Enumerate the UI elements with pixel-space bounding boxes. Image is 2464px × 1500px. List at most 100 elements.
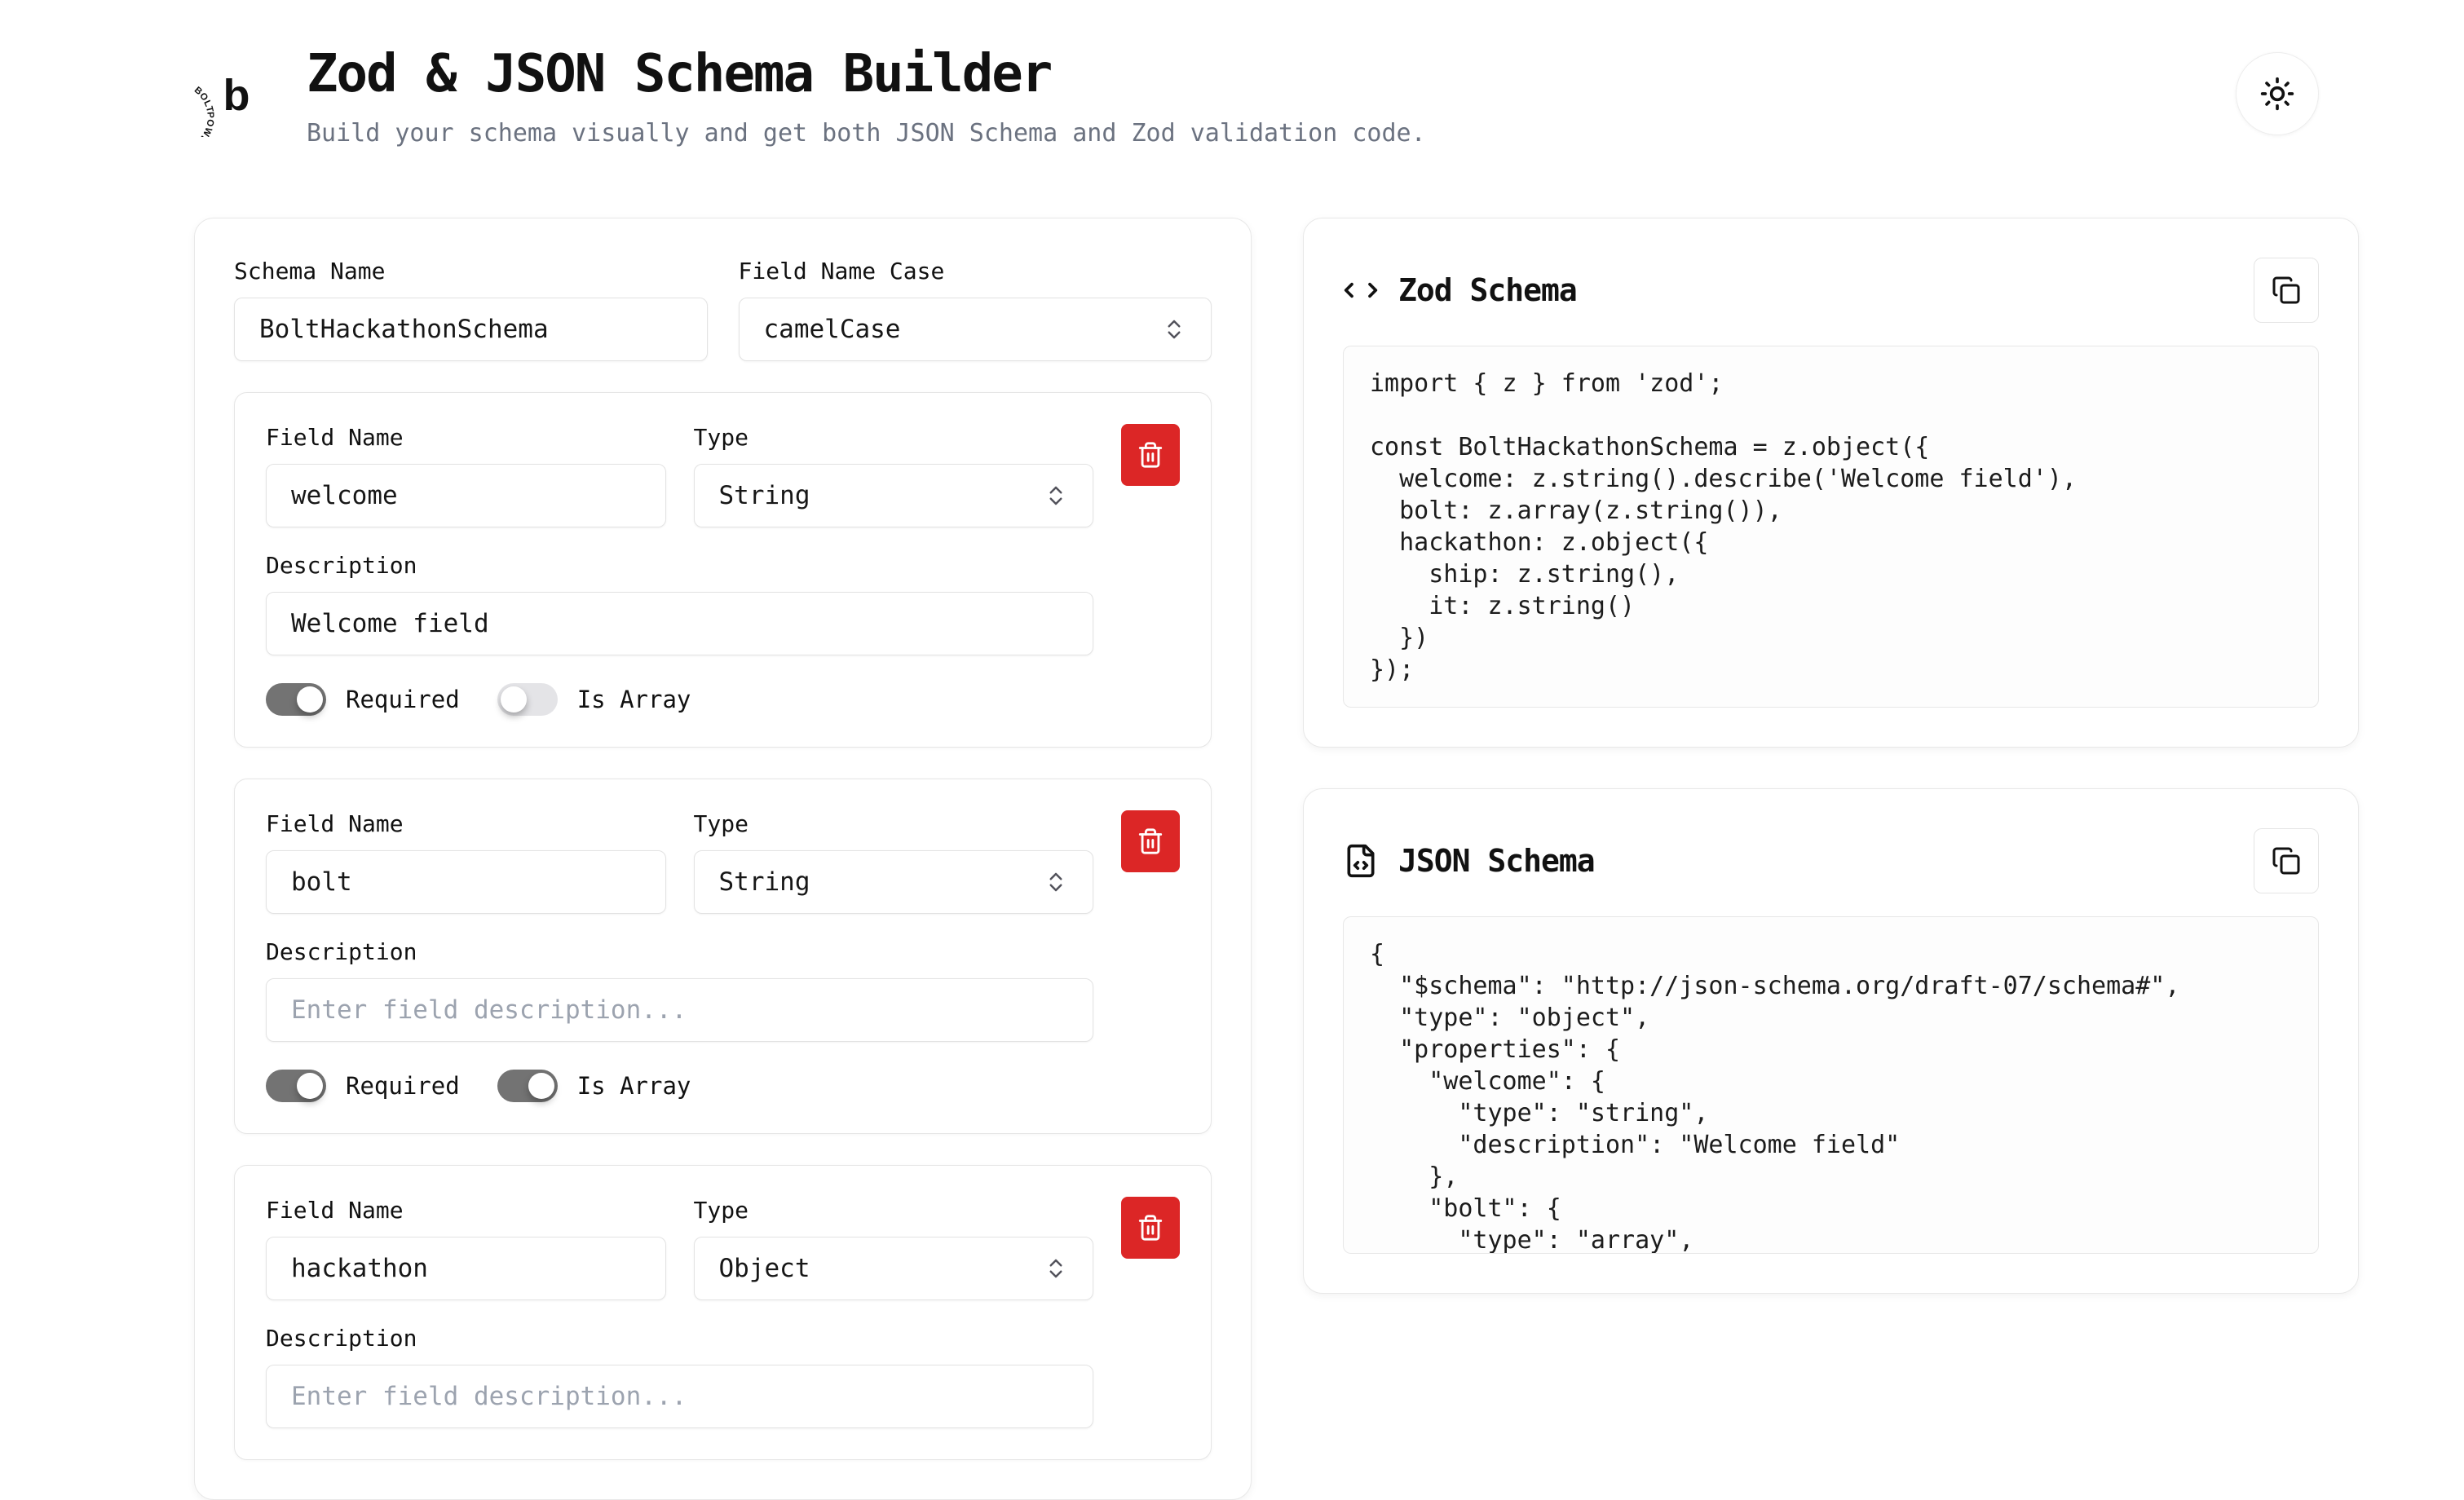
field-name-group: Field Name — [266, 1197, 666, 1300]
field-name-group: Field Name — [266, 810, 666, 914]
field-name-case-label: Field Name Case — [738, 258, 945, 285]
trash-icon — [1138, 828, 1163, 854]
description-label: Description — [266, 1325, 417, 1352]
field-description-group: Description — [266, 552, 1093, 655]
copy-zod-button[interactable] — [2254, 258, 2319, 323]
field-top-row: Field Name Type Object — [266, 1197, 1180, 1300]
field-type-select[interactable]: Object — [693, 1237, 1093, 1300]
required-toggle-group: Required — [266, 1070, 460, 1102]
json-code-block[interactable]: { "$schema": "http://json-schema.org/dra… — [1343, 916, 2319, 1254]
main-content: Schema Name Field Name Case camelCase Fi… — [0, 148, 2464, 1500]
code-icon — [1344, 282, 1378, 298]
description-label: Description — [266, 552, 417, 579]
is-array-toggle-group: Is Array — [497, 1070, 691, 1102]
delete-field-button[interactable] — [1121, 424, 1180, 486]
page-subtitle: Build your schema visually and get both … — [307, 119, 1426, 148]
toggle-knob — [297, 686, 323, 712]
svg-text:POWERED BY BOLT.NEW MADE IN BO: POWERED BY BOLT.NEW MADE IN BOLT.NEW — [194, 55, 215, 137]
field-description-input[interactable] — [266, 1365, 1093, 1428]
schema-name-label: Schema Name — [234, 258, 386, 285]
field-name-label: Field Name — [266, 810, 404, 837]
field-description-group: Description — [266, 1325, 1093, 1428]
bolt-logo: POWERED BY BOLT.NEW MADE IN BOLT.NEW b — [194, 55, 250, 137]
required-label: Required — [346, 686, 460, 713]
chevrons-up-down-icon — [1049, 1259, 1062, 1278]
field-description-group: Description — [266, 938, 1093, 1042]
logo-ring-text: POWERED BY BOLT.NEW MADE IN BOLT.NEW — [194, 55, 214, 137]
schema-settings-row: Schema Name Field Name Case camelCase — [234, 258, 1212, 361]
delete-field-button[interactable] — [1121, 810, 1180, 872]
field-type-label: Type — [693, 810, 748, 837]
schema-name-input[interactable] — [234, 298, 708, 361]
zod-schema-panel: Zod Schema import { z } from 'zod'; cons… — [1303, 218, 2359, 748]
field-type-group: Type String — [693, 810, 1093, 914]
is-array-label: Is Array — [576, 686, 691, 713]
copy-icon — [2272, 276, 2300, 304]
is-array-toggle-group: Is Array — [497, 683, 691, 716]
required-toggle[interactable] — [266, 1070, 326, 1102]
required-toggle[interactable] — [266, 683, 326, 716]
builder-card: Schema Name Field Name Case camelCase Fi… — [194, 218, 1252, 1500]
field-card: Field Name Type String Description — [234, 779, 1212, 1134]
field-name-group: Field Name — [266, 424, 666, 527]
field-type-select[interactable]: String — [693, 464, 1093, 527]
theme-toggle-button[interactable] — [2236, 52, 2319, 135]
field-type-value: Object — [718, 1254, 810, 1283]
field-type-group: Type Object — [693, 1197, 1093, 1300]
field-description-input[interactable] — [266, 978, 1093, 1042]
field-top-row: Field Name Type String — [266, 810, 1180, 914]
field-type-value: String — [718, 867, 810, 897]
trash-icon — [1138, 1215, 1163, 1241]
toggle-knob — [297, 1073, 323, 1099]
copy-json-button[interactable] — [2254, 828, 2319, 893]
field-name-label: Field Name — [266, 1197, 404, 1224]
field-card: Field Name Type String Description — [234, 392, 1212, 748]
is-array-toggle[interactable] — [497, 683, 558, 716]
title-block: Zod & JSON Schema Builder Build your sch… — [307, 44, 1426, 148]
required-label: Required — [346, 1072, 460, 1100]
field-type-label: Type — [693, 424, 748, 451]
field-type-group: Type String — [693, 424, 1093, 527]
toggle-knob — [500, 686, 527, 712]
field-name-case-value: camelCase — [763, 315, 901, 344]
field-card: Field Name Type Object Description — [234, 1165, 1212, 1460]
zod-panel-header: Zod Schema — [1343, 258, 2319, 323]
field-toggles-row: Required Is Array — [266, 1070, 1180, 1102]
field-description-input[interactable] — [266, 592, 1093, 655]
zod-code-block[interactable]: import { z } from 'zod'; const BoltHacka… — [1343, 346, 2319, 708]
app-header: POWERED BY BOLT.NEW MADE IN BOLT.NEW b Z… — [0, 0, 2464, 148]
field-name-input[interactable] — [266, 1237, 666, 1300]
page-title: Zod & JSON Schema Builder — [307, 44, 1053, 104]
is-array-toggle[interactable] — [497, 1070, 558, 1102]
json-panel-header: JSON Schema — [1343, 828, 2319, 893]
sun-icon — [2260, 77, 2294, 111]
json-panel-title: JSON Schema — [1398, 843, 1596, 879]
trash-icon — [1138, 442, 1163, 468]
file-json-icon — [1347, 844, 1375, 878]
required-toggle-group: Required — [266, 683, 460, 716]
code-panels-column: Zod Schema import { z } from 'zod'; cons… — [1303, 218, 2359, 1294]
logo-letter: b — [223, 71, 250, 120]
delete-field-button[interactable] — [1121, 1197, 1180, 1259]
field-name-input[interactable] — [266, 464, 666, 527]
brand: POWERED BY BOLT.NEW MADE IN BOLT.NEW b Z… — [194, 44, 1426, 148]
field-type-label: Type — [693, 1197, 748, 1224]
description-label: Description — [266, 938, 417, 965]
field-type-select[interactable]: String — [693, 850, 1093, 914]
field-type-value: String — [718, 481, 810, 510]
json-schema-panel: JSON Schema { "$schema": "http://json-sc… — [1303, 788, 2359, 1294]
chevrons-up-down-icon — [1168, 320, 1181, 339]
toggle-knob — [528, 1073, 554, 1099]
field-name-input[interactable] — [266, 850, 666, 914]
field-toggles-row: Required Is Array — [266, 683, 1180, 716]
chevrons-up-down-icon — [1049, 872, 1062, 892]
zod-panel-title: Zod Schema — [1398, 272, 1578, 308]
field-name-case-select[interactable]: camelCase — [738, 298, 1212, 361]
is-array-label: Is Array — [576, 1072, 691, 1100]
schema-name-group: Schema Name — [234, 258, 708, 361]
field-name-case-group: Field Name Case camelCase — [738, 258, 1212, 361]
field-name-label: Field Name — [266, 424, 404, 451]
chevrons-up-down-icon — [1049, 486, 1062, 505]
field-top-row: Field Name Type String — [266, 424, 1180, 527]
copy-icon — [2272, 847, 2300, 875]
